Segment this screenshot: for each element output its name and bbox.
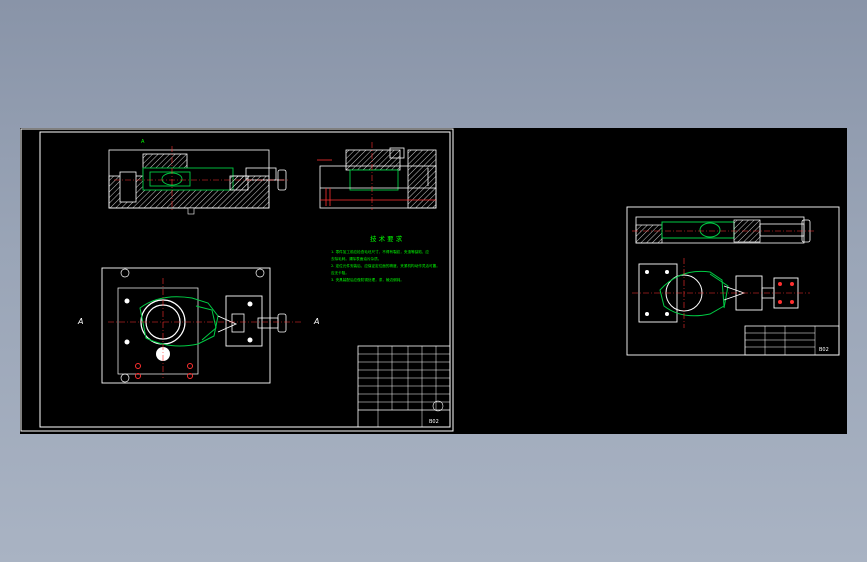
section-mark-right: A — [313, 317, 319, 326]
tech-line-1: 1. 零件加工前应检查毛坯尺寸，不得有裂纹，夹渣等缺陷，应 — [331, 249, 429, 254]
tech-title: 技 术 要 求 — [370, 234, 403, 243]
section-mark-left: A — [77, 317, 83, 326]
plan-view: A A — [77, 267, 319, 384]
sheet-2-number: B02 — [819, 347, 829, 353]
tech-line-3: 2. 定位元件安装后，应保证定位面的精度，夹紧机构动作灵活可靠。 — [331, 263, 440, 268]
cad-drawing-canvas[interactable]: A — [20, 128, 847, 434]
side-section-view — [317, 142, 437, 210]
cad-drawing-svg: A — [20, 128, 840, 432]
tech-line-5: 3. 夹具装配后应做防锈处理，漆，棱边倒钝。 — [331, 277, 404, 282]
tech-line-2: 去除毛刺。清除表面油污杂质。 — [331, 256, 381, 261]
sheet-1: A — [20, 128, 454, 432]
title-block: B02 — [357, 345, 451, 428]
technical-requirements: 技 术 要 求 1. 零件加工前应检查毛坯尺寸，不得有裂纹，夹渣等缺陷，应 去除… — [331, 234, 440, 282]
sheet-1-number: B02 — [429, 419, 439, 425]
view-label-a: A — [141, 139, 145, 145]
tech-line-4: 应无卡阻。 — [331, 270, 349, 275]
front-section-view: A — [108, 139, 290, 215]
sheet-2: B02 — [626, 206, 840, 356]
